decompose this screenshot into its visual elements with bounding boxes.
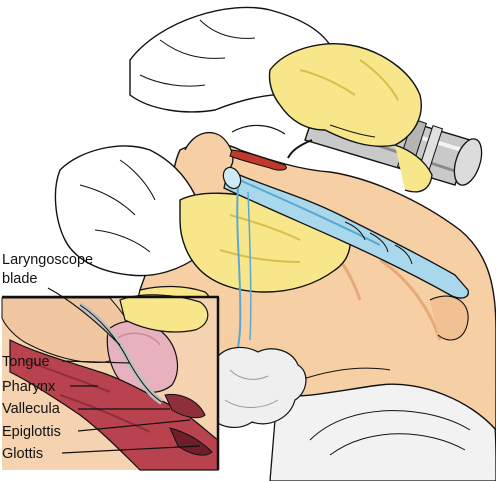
cutaway-border: [2, 295, 220, 470]
leader-glottis: [61, 445, 201, 454]
leader-lines: [47, 287, 201, 454]
gloved-hand-right: [268, 43, 433, 193]
label-vallecula: Vallecula: [2, 401, 61, 417]
leader-laryngoscope: [47, 287, 121, 346]
label-laryngoscope: Laryngoscope: [2, 252, 93, 268]
leader-epiglottis: [77, 419, 191, 432]
label-tongue: Tongue: [2, 354, 50, 370]
labels: Laryngoscope blade Tongue Pharynx Vallec…: [2, 252, 93, 462]
label-pharynx: Pharynx: [2, 379, 56, 395]
upper-lip: [229, 149, 287, 171]
label-epiglottis: Epiglottis: [2, 424, 61, 440]
airway-cutaway: [1, 294, 219, 471]
label-glottis: Glottis: [2, 446, 43, 462]
sleeve-left: [54, 145, 201, 277]
label-blade: blade: [2, 271, 37, 287]
leader-tongue: [61, 360, 131, 364]
